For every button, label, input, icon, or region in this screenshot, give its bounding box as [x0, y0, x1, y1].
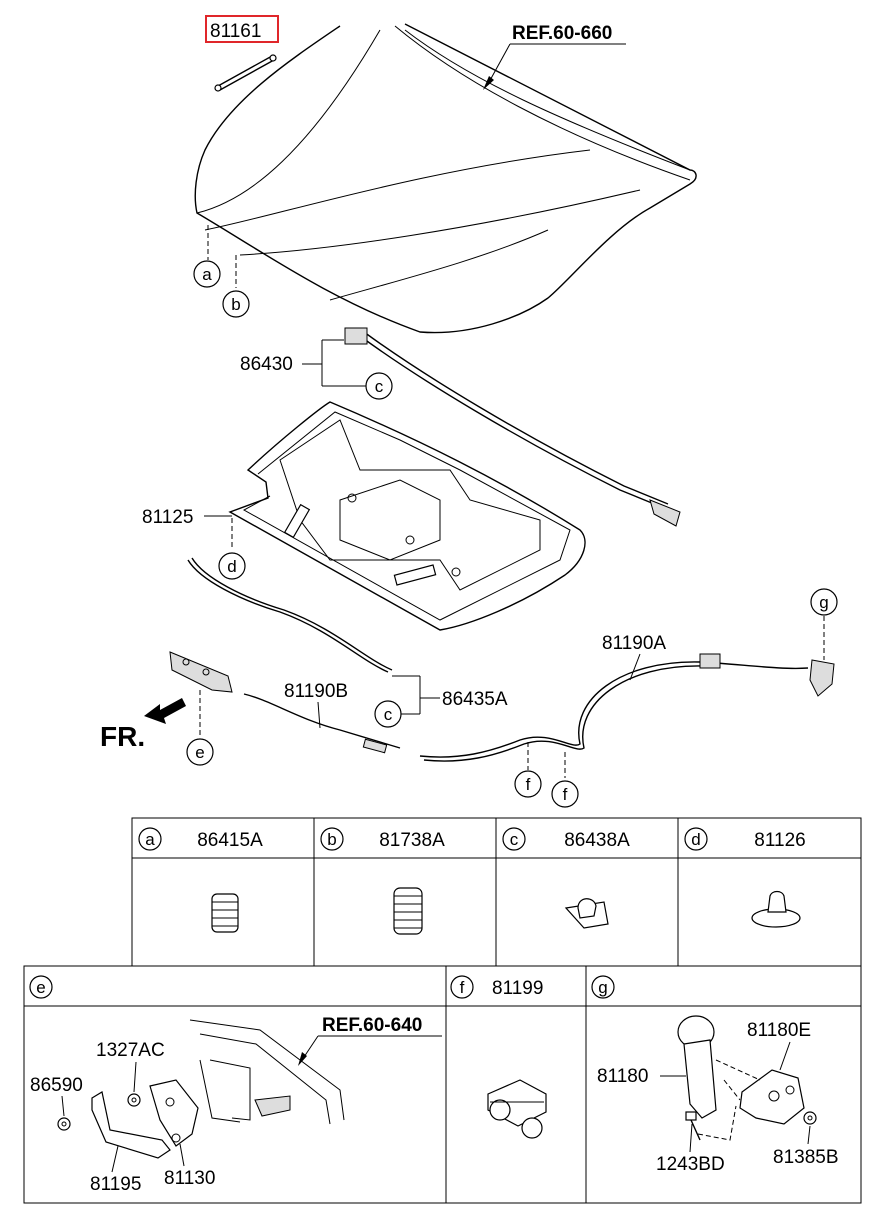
front-panel-drawing: [189, 1019, 345, 1125]
svg-text:f: f: [563, 785, 568, 804]
release-cable-b-label: 81190B: [284, 681, 348, 702]
svg-text:c: c: [375, 377, 384, 396]
hood-panel: [194, 23, 697, 334]
seal-strip-label: 86435A: [442, 689, 508, 710]
table-cell-a: a 86415A: [138, 827, 263, 933]
svg-text:c: c: [510, 830, 519, 849]
svg-text:81126: 81126: [754, 830, 805, 851]
seal-strip-part: [187, 557, 393, 673]
svg-text:1327AC: 1327AC: [96, 1040, 165, 1061]
callout-f-2: f: [551, 780, 579, 808]
release-handle-drawing: [677, 1015, 717, 1119]
svg-text:81385B: 81385B: [773, 1147, 839, 1168]
weatherstrip-part: [344, 327, 681, 527]
insulator-part: [228, 401, 586, 631]
cell-e-ref-label: REF.60-640: [322, 1015, 422, 1036]
hood-ref-label: REF.60-660: [512, 23, 612, 44]
svg-text:86415A: 86415A: [197, 830, 263, 851]
callout-b: b: [222, 290, 250, 318]
bolt-1243BD-icon: [685, 1111, 701, 1141]
callout-d: d: [218, 552, 246, 580]
release-cable-b-part: [243, 693, 401, 754]
svg-text:81738A: 81738A: [379, 830, 445, 851]
svg-text:86438A: 86438A: [564, 830, 630, 851]
callout-c-weatherstrip: c: [365, 372, 393, 400]
svg-text:1243BD: 1243BD: [656, 1154, 725, 1175]
cable-clip-f-icon: [487, 1079, 547, 1139]
svg-text:c: c: [384, 705, 393, 724]
svg-text:d: d: [691, 830, 700, 849]
table-cell-b: b 81738A: [320, 827, 445, 935]
callout-a: a: [193, 260, 221, 288]
table-cell-g: g 81180E 81180: [591, 975, 839, 1175]
svg-text:a: a: [202, 265, 212, 284]
callout-f-1: f: [514, 770, 542, 798]
hood-stay-highlight: [205, 15, 279, 43]
parts-table-bottom: e REF.60-640: [23, 965, 862, 1204]
svg-text:f: f: [526, 775, 531, 794]
table-cell-e: e REF.60-640: [29, 975, 442, 1195]
svg-text:b: b: [327, 830, 336, 849]
bumper-a-icon: [211, 893, 239, 933]
table-cell-c: c 86438A: [502, 827, 630, 929]
clip-c-icon: [564, 898, 609, 929]
table-cell-f: f 81199: [450, 975, 547, 1139]
clip-d-icon: [751, 890, 801, 928]
svg-text:81199: 81199: [492, 978, 543, 999]
svg-text:e: e: [195, 743, 204, 762]
release-cable-a-label: 81190A: [602, 633, 666, 654]
callout-g-main: g: [810, 588, 838, 616]
callout-c-seal: c: [374, 700, 402, 728]
hood-stay-part: [214, 54, 277, 92]
svg-text:g: g: [819, 593, 828, 612]
release-cable-a-part: [419, 653, 835, 762]
insulator-label: 81125: [142, 507, 193, 528]
svg-text:81130: 81130: [164, 1168, 215, 1189]
svg-text:81195: 81195: [90, 1174, 141, 1195]
table-cell-d: d 81126: [684, 827, 806, 928]
weatherstrip-label: 86430: [240, 354, 293, 375]
parts-table-top: a 86415A b 81738A c 86438A: [131, 817, 862, 967]
svg-text:g: g: [598, 978, 607, 997]
hood-stay-label: 81161: [210, 21, 261, 42]
svg-text:81180E: 81180E: [747, 1020, 811, 1041]
nut-86590-icon: [57, 1117, 71, 1131]
callout-e-main: e: [186, 738, 214, 766]
svg-text:86590: 86590: [30, 1075, 83, 1096]
cap-1327AC-icon: [127, 1093, 141, 1107]
svg-text:f: f: [460, 978, 465, 997]
front-arrow-icon: [144, 698, 186, 724]
latch-bracket-drawing: [91, 1079, 199, 1159]
svg-text:a: a: [145, 830, 155, 849]
svg-text:e: e: [36, 978, 45, 997]
nut-81385B-icon: [803, 1111, 817, 1125]
svg-text:81180: 81180: [597, 1066, 648, 1087]
svg-text:b: b: [231, 295, 240, 314]
svg-text:d: d: [227, 557, 236, 576]
handle-housing-drawing: [739, 1069, 805, 1125]
bumper-b-icon: [393, 887, 423, 935]
hood-latch-part: [169, 651, 233, 735]
front-marker-label: FR.: [100, 721, 145, 752]
